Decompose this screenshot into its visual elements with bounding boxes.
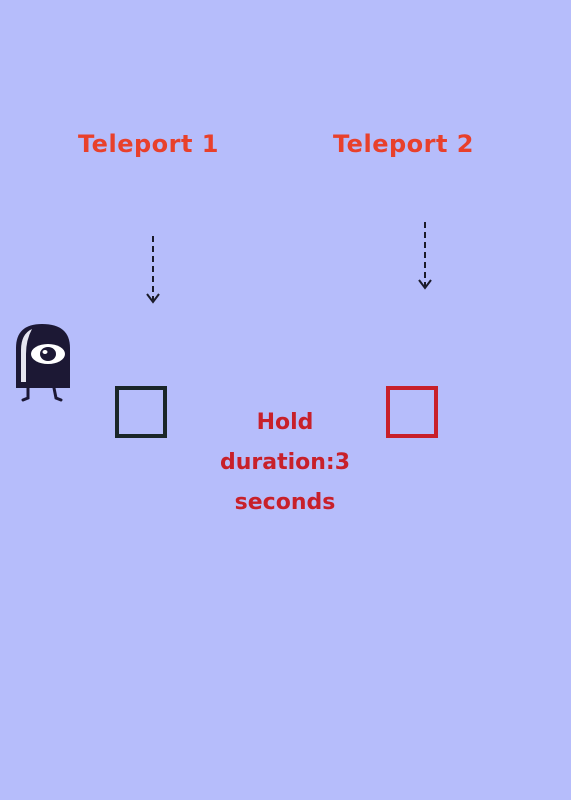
hold-line-2: duration:3 (219, 450, 351, 475)
hold-line-3: seconds (234, 490, 336, 515)
dashed-down-arrow-icon (146, 236, 160, 304)
teleport-2-pad[interactable] (386, 386, 438, 438)
player-character-icon[interactable] (14, 320, 74, 410)
hold-duration-text: Hold duration:3 seconds (205, 403, 365, 523)
teleport-2-label: Teleport 2 (333, 130, 474, 158)
hold-line-1: Hold (256, 410, 314, 435)
teleport-1-pad[interactable] (115, 386, 167, 438)
dashed-down-arrow-icon (418, 222, 432, 290)
teleport-1-label: Teleport 1 (78, 130, 219, 158)
